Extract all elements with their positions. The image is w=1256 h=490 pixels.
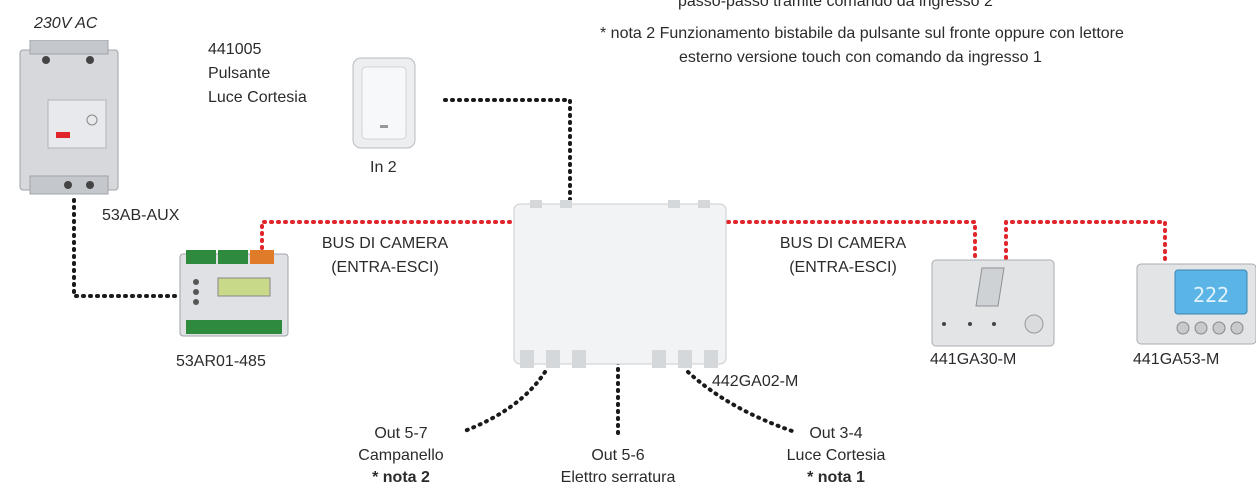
main-unit-device: [513, 200, 727, 368]
note-line-1: passo-passo tramite comando da ingresso …: [678, 0, 993, 10]
button-function: Luce Cortesia: [208, 89, 307, 106]
bus-right-line-1: BUS DI CAMERA: [779, 235, 907, 252]
card-reader-device: [931, 259, 1055, 347]
thermostat-code: 441GA53-M: [1133, 351, 1220, 368]
bus-wire-thermostat: [1004, 220, 1167, 266]
thermostat-device: 222: [1136, 263, 1256, 345]
power-wire: [72, 198, 180, 298]
main-unit-code: 442GA02-M: [712, 373, 799, 390]
bus-left-line-2: (ENTRA-ESCI): [331, 259, 439, 276]
actuator-device: [179, 250, 289, 337]
output-port-3: Out 3-4: [809, 425, 863, 442]
out-5-7-wire: [460, 370, 547, 434]
power-supply-code: 53AB-AUX: [102, 207, 180, 224]
push-button-device: [352, 57, 416, 149]
output-port-2: Out 5-6: [591, 447, 645, 464]
button-input: In 2: [370, 159, 397, 176]
output-name-3: Luce Cortesia: [786, 447, 886, 464]
button-wire: [443, 98, 572, 207]
output-name-1: Campanello: [358, 447, 444, 464]
reader-code: 441GA30-M: [930, 351, 1017, 368]
actuator-code: 53AR01-485: [176, 353, 266, 370]
button-name: Pulsante: [208, 65, 271, 82]
thermostat-display: 222: [1193, 283, 1229, 307]
out-3-4-wire: [686, 370, 797, 434]
bus-wire-right: [726, 220, 977, 260]
note-line-3: esterno versione touch con comando da in…: [679, 49, 1042, 66]
output-port-1: Out 5-7: [374, 425, 428, 442]
bus-left-line-1: BUS DI CAMERA: [321, 235, 449, 252]
bus-wire-left: [260, 220, 516, 250]
bus-right-line-2: (ENTRA-ESCI): [789, 259, 897, 276]
button-code: 441005: [208, 41, 262, 58]
output-name-2: Elettro serratura: [560, 469, 676, 486]
power-supply-device: [19, 40, 119, 195]
output-note-1: * nota 2: [372, 469, 430, 486]
note-line-2: * nota 2 Funzionamento bistabile da puls…: [600, 25, 1124, 42]
output-note-3: * nota 1: [807, 469, 865, 486]
power-label: 230V AC: [34, 15, 98, 32]
